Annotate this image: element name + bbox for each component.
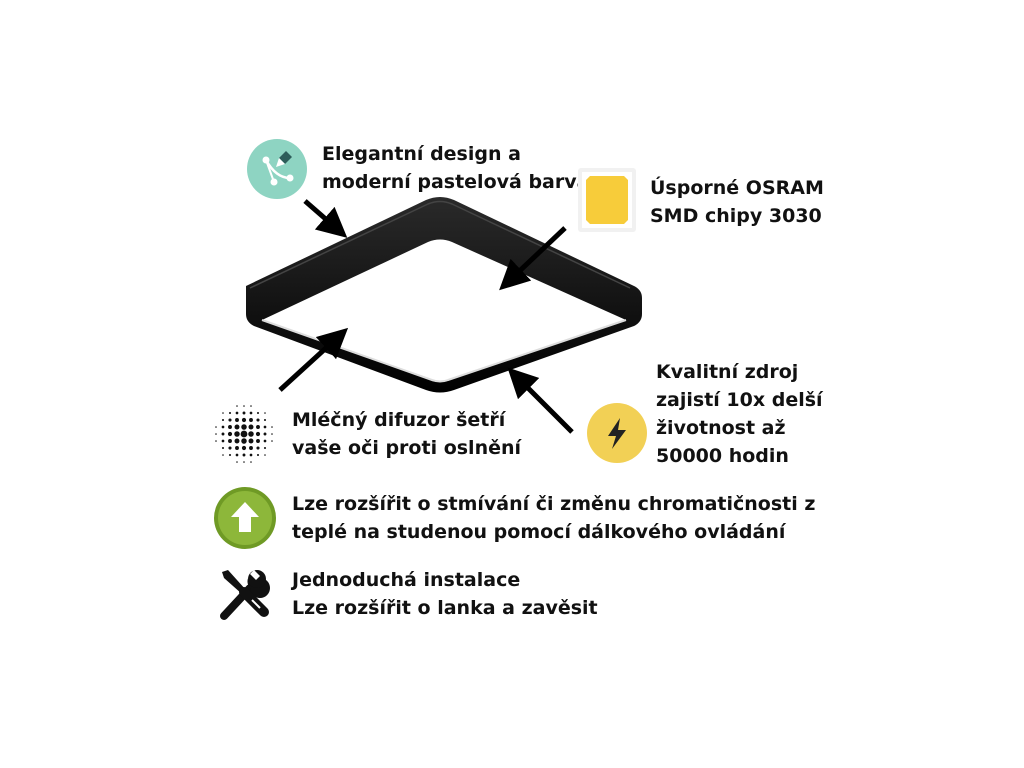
dot	[249, 418, 253, 422]
dot	[227, 431, 233, 437]
dot	[271, 440, 273, 442]
dot	[221, 425, 225, 429]
dot	[236, 405, 238, 407]
dot	[228, 425, 232, 429]
power-line-1: Kvalitní zdroj	[656, 361, 799, 383]
dot	[234, 424, 240, 430]
dot	[271, 426, 273, 428]
chips-line-1: Úsporné OSRAM	[650, 177, 824, 199]
dimming-line-2: teplé na studenou pomocí dálkového ovlád…	[292, 521, 786, 543]
dot	[235, 411, 239, 415]
dot	[248, 438, 254, 444]
dot	[221, 418, 225, 422]
dot	[256, 446, 260, 450]
dot	[234, 438, 240, 444]
dimming-feature-text: Lze rozšířit o stmívání či změnu chromat…	[292, 490, 815, 546]
diffuser-feature-text: Mléčný difuzor šetří vaše oči proti osln…	[292, 406, 521, 462]
dot	[228, 439, 232, 443]
upgrade-arrow-icon	[213, 486, 277, 550]
lightning-icon	[586, 402, 648, 464]
dot	[256, 418, 260, 422]
dot	[235, 453, 239, 457]
dot	[271, 433, 273, 435]
chips-line-2: SMD chipy 3030	[650, 205, 822, 227]
dot	[222, 454, 224, 456]
dot	[250, 461, 252, 463]
dot	[241, 417, 247, 423]
dot-grid-icon	[212, 402, 276, 466]
power-line-3: životnost až	[656, 417, 786, 439]
dot	[250, 405, 252, 407]
dimming-line-1: Lze rozšířit o stmívání či změnu chromat…	[292, 493, 816, 515]
dot	[215, 440, 217, 442]
dot	[243, 405, 245, 407]
dot	[221, 439, 225, 443]
dot	[228, 446, 232, 450]
arrow-design	[303, 199, 348, 238]
dot	[256, 411, 260, 415]
design-pen-icon	[246, 138, 308, 200]
dot	[222, 412, 224, 414]
dot	[264, 454, 266, 456]
arrow-diffuser	[278, 327, 349, 392]
dot	[241, 445, 247, 451]
design-line-1: Elegantní design a	[322, 143, 521, 165]
diffuser-line-2: vaše oči proti oslnění	[292, 437, 522, 459]
power-feature-text: Kvalitní zdroj zajistí 10x delší životno…	[656, 358, 823, 470]
dot	[235, 446, 239, 450]
dot	[221, 446, 225, 450]
dot	[263, 439, 267, 443]
dot	[241, 438, 247, 444]
dot	[248, 424, 254, 430]
dot	[263, 425, 267, 429]
diffuser-line-1: Mléčný difuzor šetří	[292, 409, 506, 431]
dot	[256, 453, 260, 457]
dot	[264, 412, 266, 414]
dot	[241, 424, 247, 430]
dot	[215, 426, 217, 428]
dot	[235, 418, 239, 422]
smd-chip-icon	[578, 168, 636, 232]
design-feature-text: Elegantní design a moderní pastelová bar…	[322, 140, 589, 196]
install-line-2: Lze rozšířit o lanka a zavěsit	[292, 597, 598, 619]
dot	[243, 461, 245, 463]
dot	[242, 411, 246, 415]
dot	[249, 411, 253, 415]
arrow-chips	[499, 226, 567, 291]
dot	[263, 432, 267, 436]
dot	[263, 446, 267, 450]
dot	[234, 431, 240, 437]
dot	[249, 453, 253, 457]
power-line-4: 50000 hodin	[656, 445, 789, 467]
dot	[255, 431, 261, 437]
install-line-1: Jednoduchá instalace	[292, 569, 521, 591]
chips-feature-text: Úsporné OSRAM SMD chipy 3030	[650, 174, 824, 230]
dot	[215, 433, 217, 435]
dot	[240, 430, 248, 438]
dot	[228, 453, 232, 457]
dot	[228, 411, 232, 415]
wrench-screwdriver-icon	[216, 566, 274, 622]
design-line-2: moderní pastelová barva	[322, 171, 590, 193]
light-diffuser	[262, 239, 626, 382]
dot	[256, 439, 260, 443]
arrow-power	[507, 367, 574, 434]
dot	[242, 453, 246, 457]
dot	[256, 425, 260, 429]
dot	[236, 461, 238, 463]
install-feature-text: Jednoduchá instalace Lze rozšířit o lank…	[292, 566, 598, 622]
dot	[221, 432, 225, 436]
dot	[249, 446, 253, 450]
dot	[248, 431, 254, 437]
dot	[263, 418, 267, 422]
dot	[228, 418, 232, 422]
power-line-2: zajistí 10x delší	[656, 389, 823, 411]
